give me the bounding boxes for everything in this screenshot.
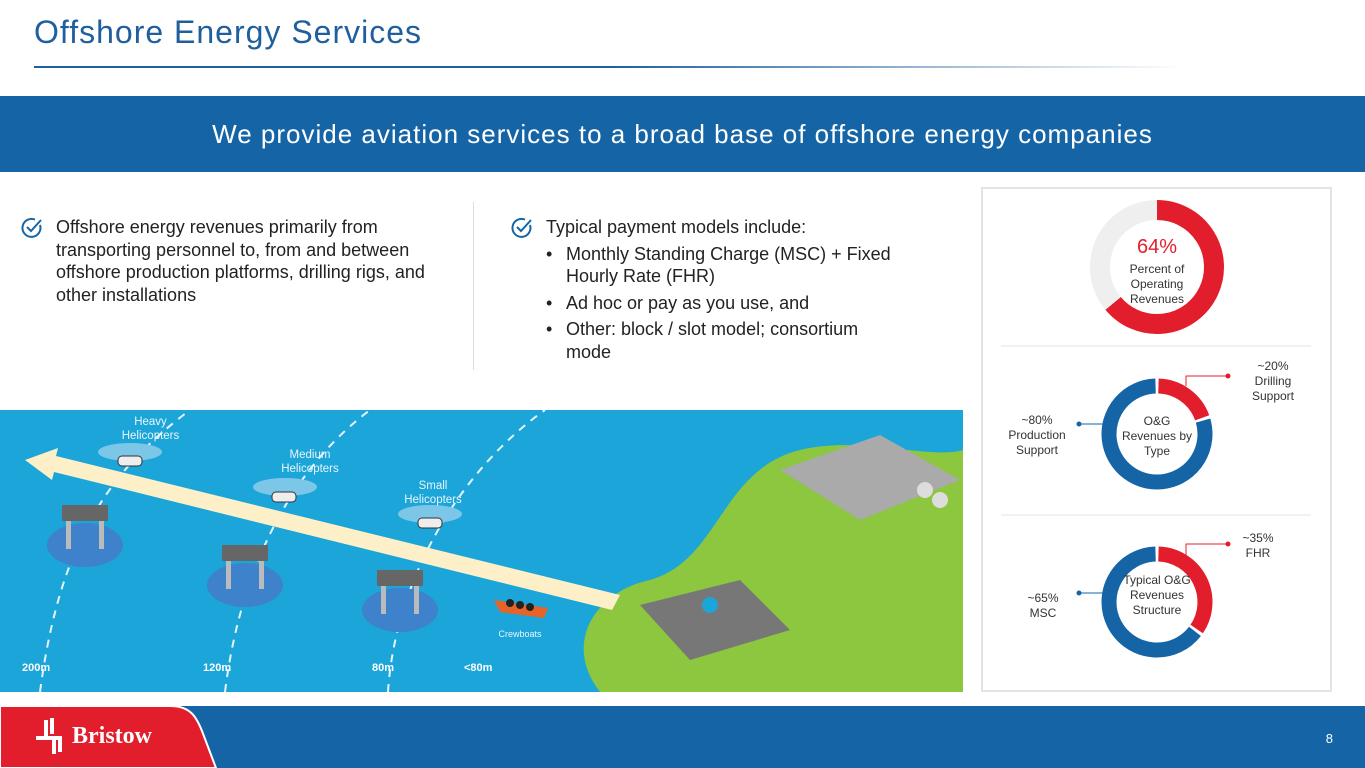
donut-slice-msc	[1101, 546, 1201, 658]
leader-line	[1185, 541, 1231, 556]
range-arrow	[25, 448, 620, 610]
depth-label: 80m	[372, 662, 395, 674]
donut1-title: Percent of Operating Revenues	[1129, 262, 1185, 306]
bullet-item: Monthly Standing Charge (MSC) + Fixed Ho…	[546, 243, 906, 288]
leader-line	[1185, 373, 1231, 386]
donut3-red-value: ~35%	[1242, 531, 1274, 545]
donut3-title: Typical O&G Revenues Structure	[1123, 573, 1191, 617]
donut-slice-fhr	[1157, 546, 1213, 634]
footer: Bristow	[0, 706, 1365, 768]
banner-text: We provide aviation services to a broad …	[212, 118, 1153, 149]
page-title: Offshore Energy Services	[34, 14, 423, 50]
check-icon	[21, 217, 42, 238]
check-icon	[511, 217, 532, 238]
platform-icon	[47, 505, 123, 567]
donut3-blue-value: ~65%	[1027, 591, 1059, 605]
donut-slice-offshore-energy	[1105, 200, 1224, 334]
leader-line	[1076, 590, 1106, 596]
offshore-illustration: Heavy Helicopters Medium Helicopters Sma…	[0, 410, 963, 692]
donut2-red-label: Drilling Support	[1251, 374, 1295, 403]
scene-graphics	[25, 410, 963, 692]
bullet-item: Other: block / slot model; consortium mo…	[546, 318, 906, 363]
medium-helicopters-label: Medium Helicopters	[281, 449, 339, 475]
bullet-item: Ad hoc or pay as you use, and	[546, 292, 906, 315]
donut2-blue-value: ~80%	[1021, 413, 1053, 427]
heavy-helicopters-label: Heavy Helicopters	[121, 416, 180, 442]
donut1-value: 64%	[1136, 236, 1178, 258]
donut-slice-production-support	[1101, 378, 1213, 490]
revenue-panel: 64% Percent of Operating Revenues O&G Re…	[981, 187, 1332, 692]
bristow-logo: Bristow	[72, 723, 152, 749]
title-divider	[34, 66, 1184, 68]
donut2-title: O&G Revenues by Type	[1121, 414, 1193, 458]
payment-models-intro: Typical payment models include:	[546, 217, 807, 237]
depth-label: 200m	[22, 662, 51, 674]
donut3-blue-label: MSC	[1029, 606, 1057, 620]
donut-slice-drilling-support	[1157, 378, 1210, 421]
platform-icon	[362, 570, 438, 632]
leader-line	[1076, 421, 1106, 427]
left-column-text: Offshore energy revenues primarily from …	[56, 217, 425, 305]
refinery	[780, 435, 960, 520]
bristow-logo-icon	[36, 718, 62, 754]
helicopter-icon	[253, 478, 317, 503]
donut-charts	[1001, 200, 1311, 658]
payment-models: Typical payment models include: Monthly …	[546, 216, 906, 363]
donut2-blue-label: Production Support	[1008, 428, 1066, 457]
crewboat-icon	[494, 599, 548, 618]
donut2-red-value: ~20%	[1257, 359, 1289, 373]
heliport-building	[640, 580, 790, 660]
helicopter-icon	[398, 505, 462, 529]
logo-tab	[0, 706, 218, 768]
donut3-red-label: FHR	[1245, 546, 1271, 560]
helicopter-icon	[98, 443, 162, 467]
column-divider	[473, 202, 474, 370]
banner: We provide aviation services to a broad …	[0, 96, 1365, 172]
crewboats-label: Crewboats	[498, 629, 542, 639]
small-helicopters-label: Small Helicopters	[404, 480, 462, 506]
depth-label: <80m	[464, 662, 493, 674]
page-number: 8	[1325, 731, 1333, 746]
depth-label: 120m	[203, 662, 232, 674]
platform-icon	[207, 545, 283, 607]
donut-slice-other	[1090, 200, 1158, 310]
